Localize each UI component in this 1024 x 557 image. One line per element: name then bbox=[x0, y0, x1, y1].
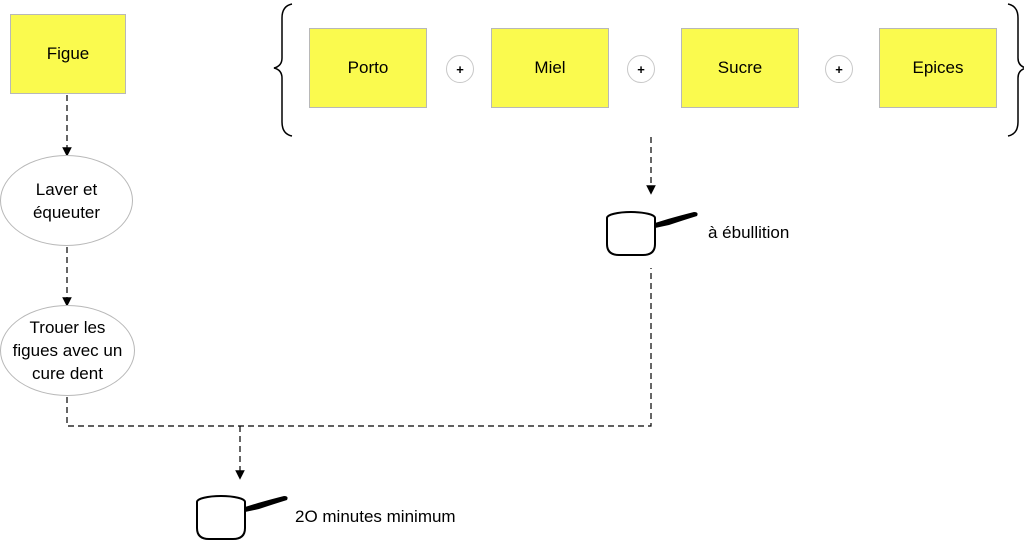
node-porto: Porto bbox=[309, 28, 427, 108]
node-epices: Epices bbox=[879, 28, 997, 108]
brace-right bbox=[1007, 3, 1024, 137]
plus-operator: + bbox=[627, 55, 655, 83]
plus-operator: + bbox=[446, 55, 474, 83]
node-laver: Laver et équeuter bbox=[0, 155, 133, 246]
saucepan-icon bbox=[196, 495, 288, 540]
brace-left bbox=[273, 3, 293, 137]
connector-merge bbox=[66, 268, 652, 427]
plus-operator: + bbox=[825, 55, 853, 83]
node-figue: Figue bbox=[10, 14, 126, 94]
label-cooking-time: 2O minutes minimum bbox=[295, 507, 456, 526]
node-sucre: Sucre bbox=[681, 28, 799, 108]
node-miel: Miel bbox=[491, 28, 609, 108]
label-boiling: à ébullition bbox=[708, 223, 790, 242]
node-trouer: Trouer les figues avec un cure dent bbox=[0, 305, 135, 396]
saucepan-icon bbox=[606, 211, 698, 256]
